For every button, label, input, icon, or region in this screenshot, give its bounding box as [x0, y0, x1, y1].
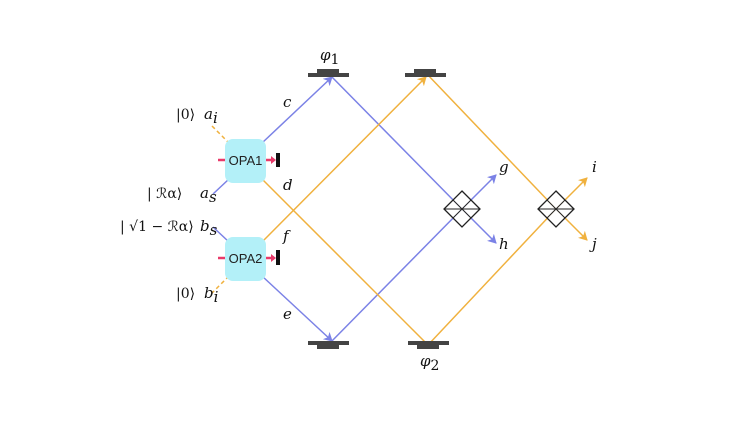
- as-mode-label: as: [200, 184, 217, 206]
- beam-e-label: e: [283, 305, 292, 323]
- mirror-bottom-left: [308, 341, 349, 349]
- bs-input-beam: [212, 226, 230, 243]
- mirror-phi2: [408, 341, 449, 349]
- beam-splitter-1: [443, 190, 481, 228]
- phi2-subscript: 2: [431, 358, 440, 374]
- beam-f-reflected: [425, 72, 557, 210]
- beam-d-reflected: [427, 208, 557, 346]
- phi1-label: φ1: [320, 46, 339, 68]
- phi2-symbol: φ: [420, 352, 431, 370]
- as-state-label: | ℛα⟩: [147, 186, 182, 202]
- mirror-top-right: [405, 69, 446, 77]
- phi2-label: φ2: [420, 352, 439, 374]
- ai-mode-label: ai: [204, 105, 218, 127]
- beam-c: [261, 76, 333, 144]
- opa1-block: OPA1: [218, 139, 280, 183]
- beam-e: [261, 275, 333, 342]
- bi-mode-label: bi: [204, 284, 219, 306]
- beam-c-label: c: [283, 93, 292, 111]
- ai-state-label: |0⟩: [176, 107, 195, 123]
- phi1-symbol: φ: [320, 46, 331, 64]
- output-h-label: h: [499, 235, 509, 253]
- beam-c-reflected: [327, 72, 463, 210]
- beam-e-reflected: [327, 208, 463, 346]
- beam-f-label: f: [282, 227, 291, 245]
- ai-input-dashed-beam: [211, 125, 230, 144]
- mirror-phi1: [308, 69, 349, 77]
- output-i-label: i: [592, 158, 597, 176]
- output-j-label: j: [589, 235, 597, 253]
- beam-d: [261, 178, 429, 346]
- opa2-label: OPA2: [229, 251, 263, 266]
- beam-splitter-2: [537, 190, 575, 228]
- beam-f: [261, 76, 427, 243]
- phi1-subscript: 1: [331, 52, 340, 68]
- as-input-beam: [212, 178, 230, 195]
- opa1-label: OPA1: [229, 153, 263, 168]
- output-g-label: g: [499, 158, 509, 176]
- bi-state-label: |0⟩: [176, 286, 195, 302]
- bs-state-label: | √1 − ℛα⟩: [120, 219, 194, 235]
- bs-mode-label: bs: [200, 217, 218, 239]
- beam-d-label: d: [283, 176, 293, 194]
- opa2-block: OPA2: [218, 237, 280, 281]
